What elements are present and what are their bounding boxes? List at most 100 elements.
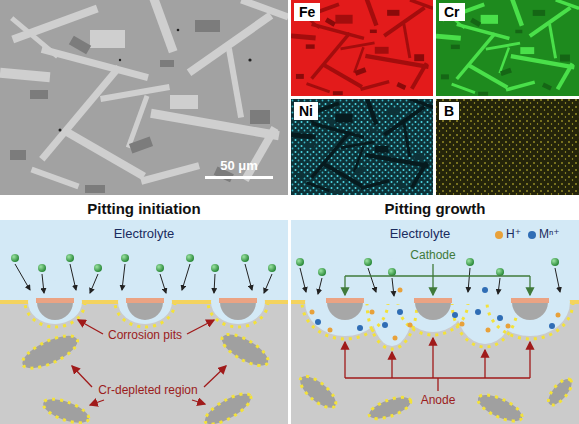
pitting-initiation-scene-part-part: [217, 328, 272, 371]
pitting-growth-scene-part-part: [318, 268, 326, 276]
pitting-initiation-scene-part-part: [264, 274, 272, 293]
eds-map-fe-part: [291, 0, 433, 95]
pitting-initiation-scene-part-part: [186, 254, 194, 262]
pitting-initiation-scene-part: [126, 298, 164, 303]
eds-map-fe: [291, 0, 433, 96]
sem-micrograph-part: [248, 58, 251, 61]
pitting-initiation-scene-part-part: [78, 320, 103, 334]
pitting-growth-scene-part-part: [482, 287, 488, 293]
pitting-initiation-scene-part-part: [40, 394, 91, 424]
callout-label: Corrosion pits: [108, 328, 182, 343]
pitting-growth-scene-part-part: [544, 375, 575, 409]
pitting-growth-scene-part-part: [468, 268, 470, 292]
pitting-growth-scene-part-part: [398, 304, 468, 335]
pitting-growth-scene-part-part: [529, 276, 530, 295]
pitting-growth-scene-part-part: [486, 328, 491, 333]
pitting-growth-scene-part-part: [388, 268, 396, 276]
pitting-initiation-scene-part-part: [268, 264, 276, 272]
pitting-growth-scene-part: [300, 268, 560, 296]
pitting-initiation-scene-part-part: [182, 264, 190, 290]
region-label: Electrolyte: [114, 226, 175, 241]
pitting-growth-scene-part: [310, 288, 561, 341]
pitting-growth-scene-part-part: [367, 304, 417, 349]
pitting-growth-scene-part-part: [367, 393, 414, 423]
eds-map-b: [436, 99, 579, 195]
element-map-label: Cr: [439, 3, 465, 21]
pitting-initiation-scene-part: [127, 302, 163, 320]
pitting-initiation-scene-part-part: [38, 264, 46, 272]
legend-swatch: [528, 231, 536, 239]
pitting-initiation-scene-part-part: [187, 320, 214, 334]
pitting-initiation-scene-part-part: [208, 304, 268, 327]
pitting-initiation-scene-part-part: [18, 329, 82, 374]
element-symbol: B: [444, 103, 454, 119]
pitting-growth-scene-part: [315, 287, 555, 331]
eds-map-ni-part-part: [296, 109, 424, 194]
element-symbol: Fe: [299, 4, 315, 20]
pitting-initiation-scene-part-part: [72, 366, 92, 387]
pitting-growth-scene-part-part: [315, 319, 321, 325]
pitting-initiation-scene-part-part: [15, 264, 30, 290]
pitting-initiation-scene-part-part: [122, 264, 125, 290]
pitting-initiation-scene-part: [15, 264, 272, 293]
pitting-growth-scene-part-part: [498, 278, 500, 294]
pitting-initiation-scene-part-part: [94, 264, 102, 272]
pitting-initiation-scene-part: [11, 254, 276, 272]
sem-micrograph-part: [10, 20, 270, 193]
pitting-growth-scene-part-part: [475, 309, 481, 315]
pitting-initiation-scene-part-part: [115, 304, 175, 327]
pitting-initiation-scene-part-part: [211, 264, 219, 272]
pitting-growth-scene-part-part: [364, 258, 372, 266]
pitting-growth-scene-part-part: [357, 325, 363, 331]
region-label: Electrolyte: [390, 226, 451, 241]
pitting-initiation-scene-part-part: [156, 264, 164, 272]
pitting-growth-scene-part-part: [497, 315, 503, 321]
pitting-initiation-scene-part-part: [160, 274, 166, 293]
pitting-initiation-scene-part-part: [204, 366, 226, 387]
pitting-initiation-scene-part: [220, 302, 256, 320]
pitting-initiation-scene-part-part: [25, 304, 85, 327]
pitting-growth-scene-part-part: [345, 275, 530, 276]
pitting-growth-scene-part-part: [432, 276, 433, 295]
legend-text: H⁺: [506, 227, 521, 242]
pitting-growth-scene-part-part: [296, 258, 304, 266]
element-symbol: Cr: [444, 4, 460, 20]
callout-label: Cr-depleted region: [98, 383, 197, 398]
pitting-growth-scene-part-part: [529, 342, 530, 378]
legend-text: Mⁿ⁺: [539, 227, 560, 242]
pitting-growth-scene-part-part: [460, 322, 465, 327]
pitting-growth-scene-part-part: [496, 268, 504, 276]
pitting-growth-scene-part-part: [556, 313, 561, 318]
pitting-growth-scene-part-part: [328, 328, 333, 333]
pitting-growth-scene-part-part: [318, 278, 322, 294]
pitting-growth-scene-part-part: [487, 304, 573, 339]
sem-micrograph-part: [205, 176, 273, 179]
pitting-growth-scene-part-part: [392, 278, 394, 296]
sem-micrograph: [0, 0, 288, 195]
pitting-initiation-scene-part-part: [121, 254, 129, 262]
eds-map-ni: [291, 99, 433, 195]
pitting-growth-scene-part-part: [368, 268, 376, 292]
pitting-growth-scene-part: [295, 371, 575, 424]
eds-map-ni-part: [291, 99, 433, 194]
pitting-initiation-scene-part-part: [214, 274, 215, 293]
pitting-growth-scene-part-part: [345, 377, 530, 378]
pitting-growth-scene-part: [345, 264, 530, 295]
pitting-initiation-scene-part-part: [70, 264, 76, 290]
legend-item: H⁺: [495, 227, 521, 242]
element-map-label: Ni: [294, 102, 318, 120]
pitting-growth-scene-part-part: [397, 309, 403, 315]
pitting-growth-scene-part-part: [549, 323, 555, 329]
pitting-growth-scene-part-part: [344, 342, 345, 378]
pitting-growth-scene-part: [305, 258, 570, 346]
pitting-growth-scene-part-part: [432, 264, 433, 276]
pitting-growth-scene-part-part: [437, 378, 438, 391]
pitting-growth-scene-part-part: [484, 350, 485, 378]
pitting-initiation-scene-part: [18, 328, 272, 424]
sem-micrograph-part: [119, 59, 121, 61]
eds-map-cr-part-part: [441, 10, 570, 96]
panel-heading: Pitting initiation: [0, 197, 288, 218]
scale-bar-label: 50 μm: [220, 158, 258, 173]
